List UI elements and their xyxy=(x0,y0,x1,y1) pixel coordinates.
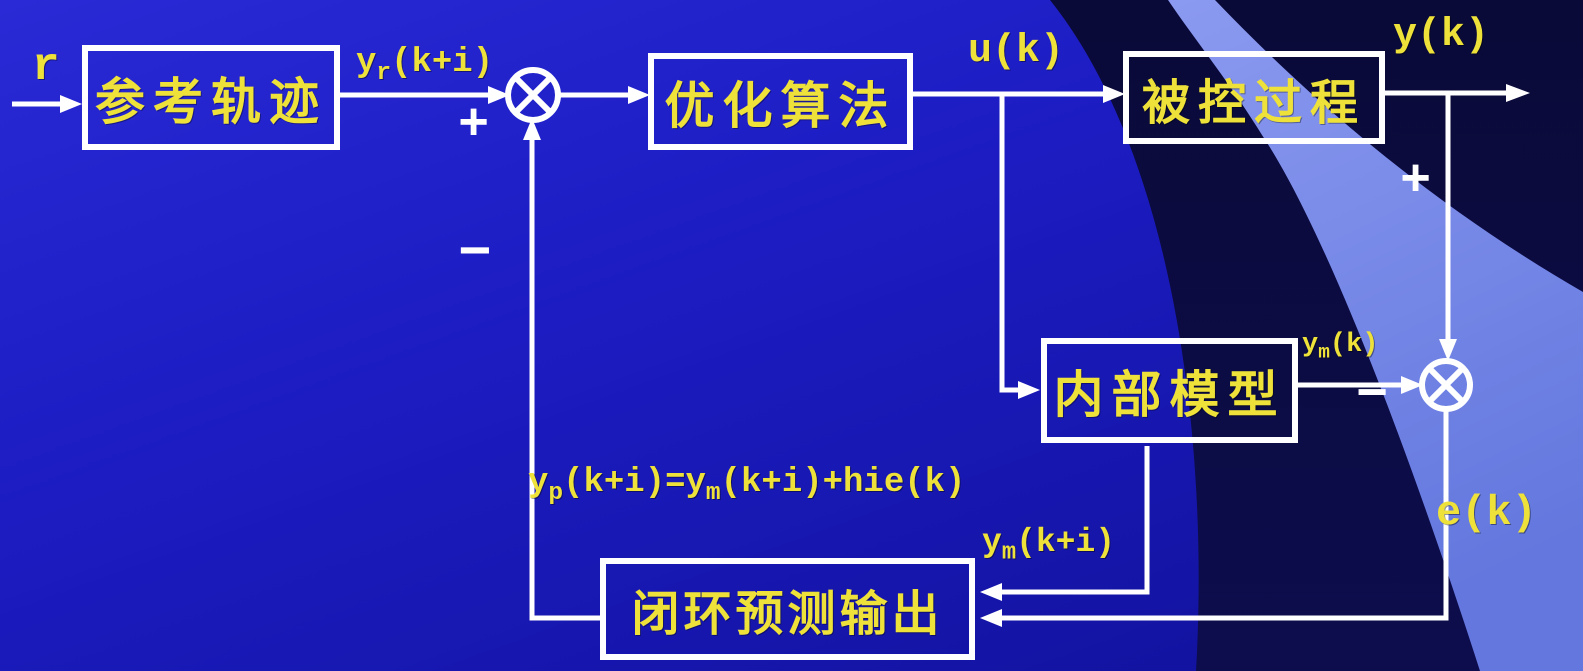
wire-ymi xyxy=(992,446,1150,595)
block-optimization-algorithm-label: 优化算法 xyxy=(664,77,897,134)
arrowhead-y xyxy=(1506,84,1530,102)
signal-ym-k: ym(k) xyxy=(1302,330,1379,364)
sign-plus-sum1: + xyxy=(458,96,490,155)
sign-plus-sum2: + xyxy=(1400,152,1432,211)
block-reference-trajectory-label: 参考轨迹 xyxy=(95,73,327,130)
arrowhead-e xyxy=(980,609,1002,627)
block-closed-loop-prediction-output: 闭环预测输出 xyxy=(600,558,975,660)
wire-u-branch xyxy=(999,94,1028,393)
sign-minus-sum1: − xyxy=(458,222,492,286)
arrowhead-ymi xyxy=(980,583,1002,601)
signal-e-k: e(k) xyxy=(1436,489,1537,537)
block-internal-model: 内部模型 xyxy=(1041,338,1298,443)
arrowhead-ym xyxy=(1401,376,1423,394)
sum-junction-2 xyxy=(1419,358,1473,412)
block-optimization-algorithm: 优化算法 xyxy=(648,53,913,150)
signal-ym-k-i: ym(k+i) xyxy=(982,524,1116,567)
block-internal-model-label: 内部模型 xyxy=(1053,366,1286,423)
sign-minus-sum2: − xyxy=(1356,366,1389,427)
block-controlled-process-label: 被控过程 xyxy=(1141,76,1366,130)
arrowhead-yr xyxy=(488,86,510,104)
block-reference-trajectory: 参考轨迹 xyxy=(82,45,340,150)
wire-e xyxy=(992,410,1449,621)
arrowhead-r-input xyxy=(60,95,82,113)
arrowhead-y-branch xyxy=(1439,339,1457,361)
arrowhead-sum1-optimizer xyxy=(628,86,650,104)
block-closed-loop-prediction-output-label: 闭环预测输出 xyxy=(631,588,944,641)
sum-junction-1 xyxy=(505,67,561,123)
arrowhead-u-branch xyxy=(1018,381,1040,399)
signal-yr-k-i: yr(k+i) xyxy=(356,44,494,87)
arrowhead-u xyxy=(1103,85,1125,103)
bg-light-swoosh xyxy=(1168,0,1583,671)
block-controlled-process: 被控过程 xyxy=(1123,51,1385,144)
signal-y-k: y(k) xyxy=(1393,13,1490,58)
signal-r: r xyxy=(32,41,60,93)
wire-feedback xyxy=(529,128,600,621)
signal-u-k: u(k) xyxy=(968,29,1065,74)
arrowhead-feedback xyxy=(523,118,541,140)
prediction-equation: yp(k+i)=ym(k+i)+hie(k) xyxy=(528,464,966,507)
